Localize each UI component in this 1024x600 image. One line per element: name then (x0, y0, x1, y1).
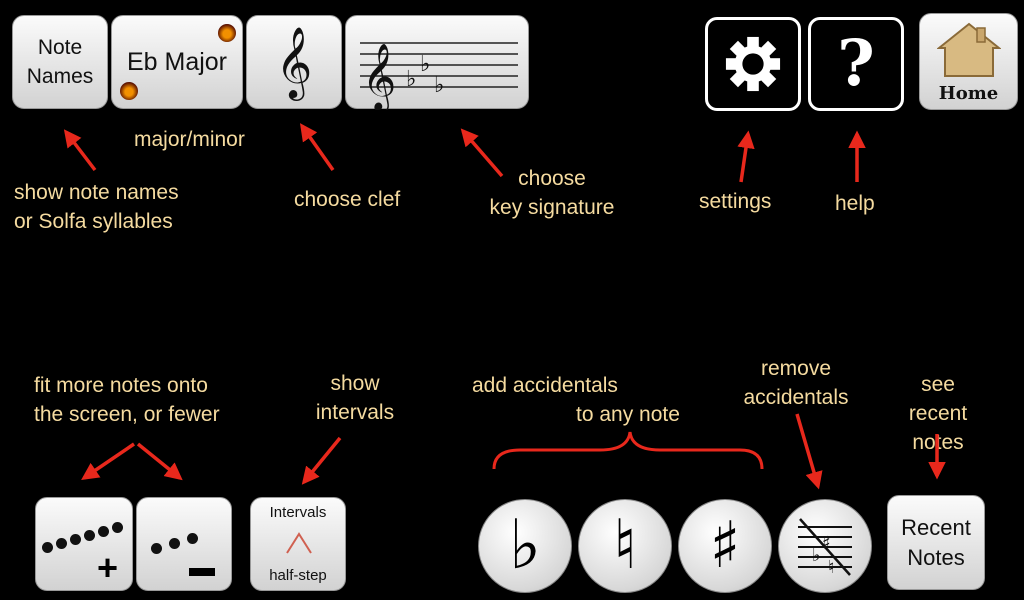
arrow-fewer-notes (136, 442, 183, 481)
arrow-note-names (63, 129, 97, 172)
note-dot (112, 522, 123, 533)
intervals-title: Intervals (269, 504, 327, 521)
more-notes-button[interactable]: + (35, 497, 133, 591)
note-names-button[interactable]: Note Names (12, 15, 108, 109)
remove-accidentals-hint: remove accidentals (743, 357, 849, 409)
minus-icon (189, 568, 215, 576)
accidentals-hint-2: to any note (576, 403, 680, 426)
treble-clef-icon: 𝄞 (275, 25, 313, 98)
svg-text:♭: ♭ (420, 52, 430, 77)
key-signature-staff-icon: 𝄞 ♭ ♭ ♭ (360, 42, 518, 110)
arrow-settings (737, 130, 755, 183)
arrow-key-signature (460, 128, 504, 178)
major-minor-toggle-icon[interactable] (120, 82, 138, 100)
major-minor-label: major/minor (134, 128, 245, 151)
natural-icon: ♮ (612, 506, 638, 585)
accidentals-brace (492, 431, 764, 470)
remove-accidentals-icon: ♭ ♯ ♮ (798, 518, 852, 578)
help-hint: help (835, 192, 875, 215)
key-signature-button[interactable]: 𝄞 ♭ ♭ ♭ (345, 15, 529, 110)
zoom-hint: fit more notes onto the screen, or fewer (34, 374, 220, 426)
note-dot (70, 534, 81, 545)
svg-text:♭: ♭ (812, 545, 821, 566)
svg-text:𝄞: 𝄞 (362, 42, 396, 110)
clef-button[interactable]: 𝄞 (246, 15, 342, 109)
note-dot (187, 533, 198, 544)
fewer-notes-button[interactable] (136, 497, 232, 591)
intervals-button[interactable]: Intervals half-step (250, 497, 346, 591)
settings-hint: settings (699, 190, 772, 213)
recent-notes-hint: see recent notes (908, 373, 968, 454)
intervals-subtitle: half-step (269, 567, 327, 584)
arrow-more-notes (81, 442, 135, 480)
natural-button[interactable]: ♮ (578, 499, 672, 593)
note-dot (56, 538, 67, 549)
svg-text:♭: ♭ (406, 67, 416, 92)
recent-notes-label: Recent Notes (901, 514, 971, 570)
house-icon (937, 22, 1001, 77)
note-dot (151, 543, 162, 554)
svg-text:♮: ♮ (828, 557, 834, 578)
intervals-hint: show intervals (315, 372, 395, 424)
svg-text:♭: ♭ (434, 73, 444, 98)
key-label: Eb Major (126, 47, 228, 76)
gear-icon (725, 36, 781, 92)
clef-hint: choose clef (294, 188, 401, 211)
svg-text:♯: ♯ (822, 533, 831, 554)
settings-button[interactable] (705, 17, 801, 111)
flat-icon: ♭ (508, 506, 542, 585)
question-icon: ? (837, 26, 875, 101)
sharp-icon: ♯ (709, 509, 741, 583)
key-button[interactable]: Eb Major (111, 15, 243, 109)
arrow-remove-accidentals (795, 413, 823, 490)
note-dot (98, 526, 109, 537)
home-button[interactable]: Home (919, 13, 1018, 110)
arrow-intervals (301, 436, 342, 485)
interval-peak-icon (286, 532, 312, 554)
arrow-clef (299, 123, 335, 172)
remove-accidentals-button[interactable]: ♭ ♯ ♮ (778, 499, 872, 593)
sharp-button[interactable]: ♯ (678, 499, 772, 593)
major-minor-toggle-icon[interactable] (218, 24, 236, 42)
flat-button[interactable]: ♭ (478, 499, 572, 593)
plus-icon: + (96, 547, 118, 588)
note-dot (169, 538, 180, 549)
key-signature-hint: choose key signature (489, 167, 615, 219)
help-button[interactable]: ? (808, 17, 904, 111)
note-names-label: Note Names (26, 36, 94, 88)
note-dot (84, 530, 95, 541)
note-names-hint: show note names or Solfa syllables (14, 181, 179, 233)
accidentals-hint: add accidentals (472, 374, 618, 397)
home-label: Home (938, 83, 999, 104)
note-dot (42, 542, 53, 553)
recent-notes-button[interactable]: Recent Notes (887, 495, 985, 590)
